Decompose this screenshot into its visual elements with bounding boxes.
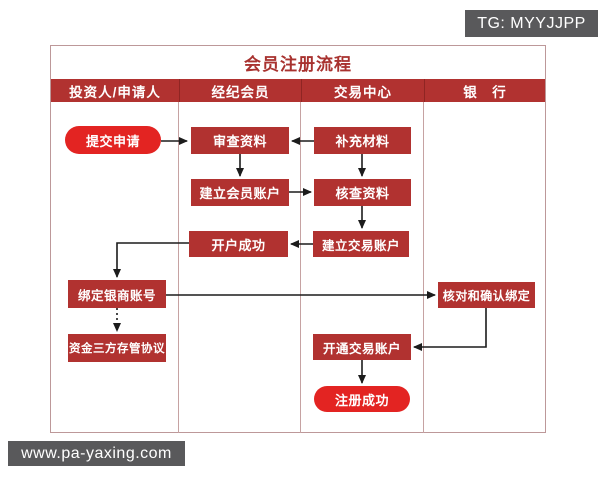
flowchart-table: 会员注册流程 投资人/申请人 经纪会员 交易中心 银 行 xyxy=(50,45,546,433)
lane-header-broker-member: 经纪会员 xyxy=(179,79,301,102)
node-submit-application: 提交申请 xyxy=(65,126,161,154)
node-verify-materials: 核查资料 xyxy=(314,179,411,206)
node-activate-trading-account: 开通交易账户 xyxy=(313,334,411,360)
node-review-materials: 审查资料 xyxy=(191,127,289,154)
lane-divider-3 xyxy=(423,102,424,433)
node-confirm-binding: 核对和确认绑定 xyxy=(438,282,535,308)
flowchart-body: 提交申请 审查资料 补充材料 建立会员账户 核查资料 开户成功 建立交易账户 绑… xyxy=(51,102,545,433)
site-watermark-text: www.pa-yaxing.com xyxy=(21,444,172,462)
node-custody-agreement: 资金三方存管协议 xyxy=(68,334,166,362)
node-registration-success: 注册成功 xyxy=(314,386,410,412)
lane-header-bank: 银 行 xyxy=(424,79,545,102)
node-account-opened: 开户成功 xyxy=(189,231,288,257)
site-watermark-badge: www.pa-yaxing.com xyxy=(8,441,185,466)
node-bind-bank-account: 绑定银商账号 xyxy=(68,280,166,308)
node-create-trading-account: 建立交易账户 xyxy=(313,231,409,257)
lane-divider-1 xyxy=(178,102,179,433)
lane-header-trading-center: 交易中心 xyxy=(301,79,424,102)
node-create-member-account: 建立会员账户 xyxy=(191,179,289,206)
swimlane-header-row: 投资人/申请人 经纪会员 交易中心 银 行 xyxy=(51,79,545,102)
diagram-title: 会员注册流程 xyxy=(244,55,352,74)
lane-divider-2 xyxy=(300,102,301,433)
node-supplement-materials: 补充材料 xyxy=(314,127,411,154)
tg-watermark-text: TG: MYYJJPP xyxy=(477,14,586,32)
flow-arrows xyxy=(113,137,487,384)
lane-header-investor: 投资人/申请人 xyxy=(69,84,161,100)
tg-watermark-badge: TG: MYYJJPP xyxy=(465,10,598,37)
